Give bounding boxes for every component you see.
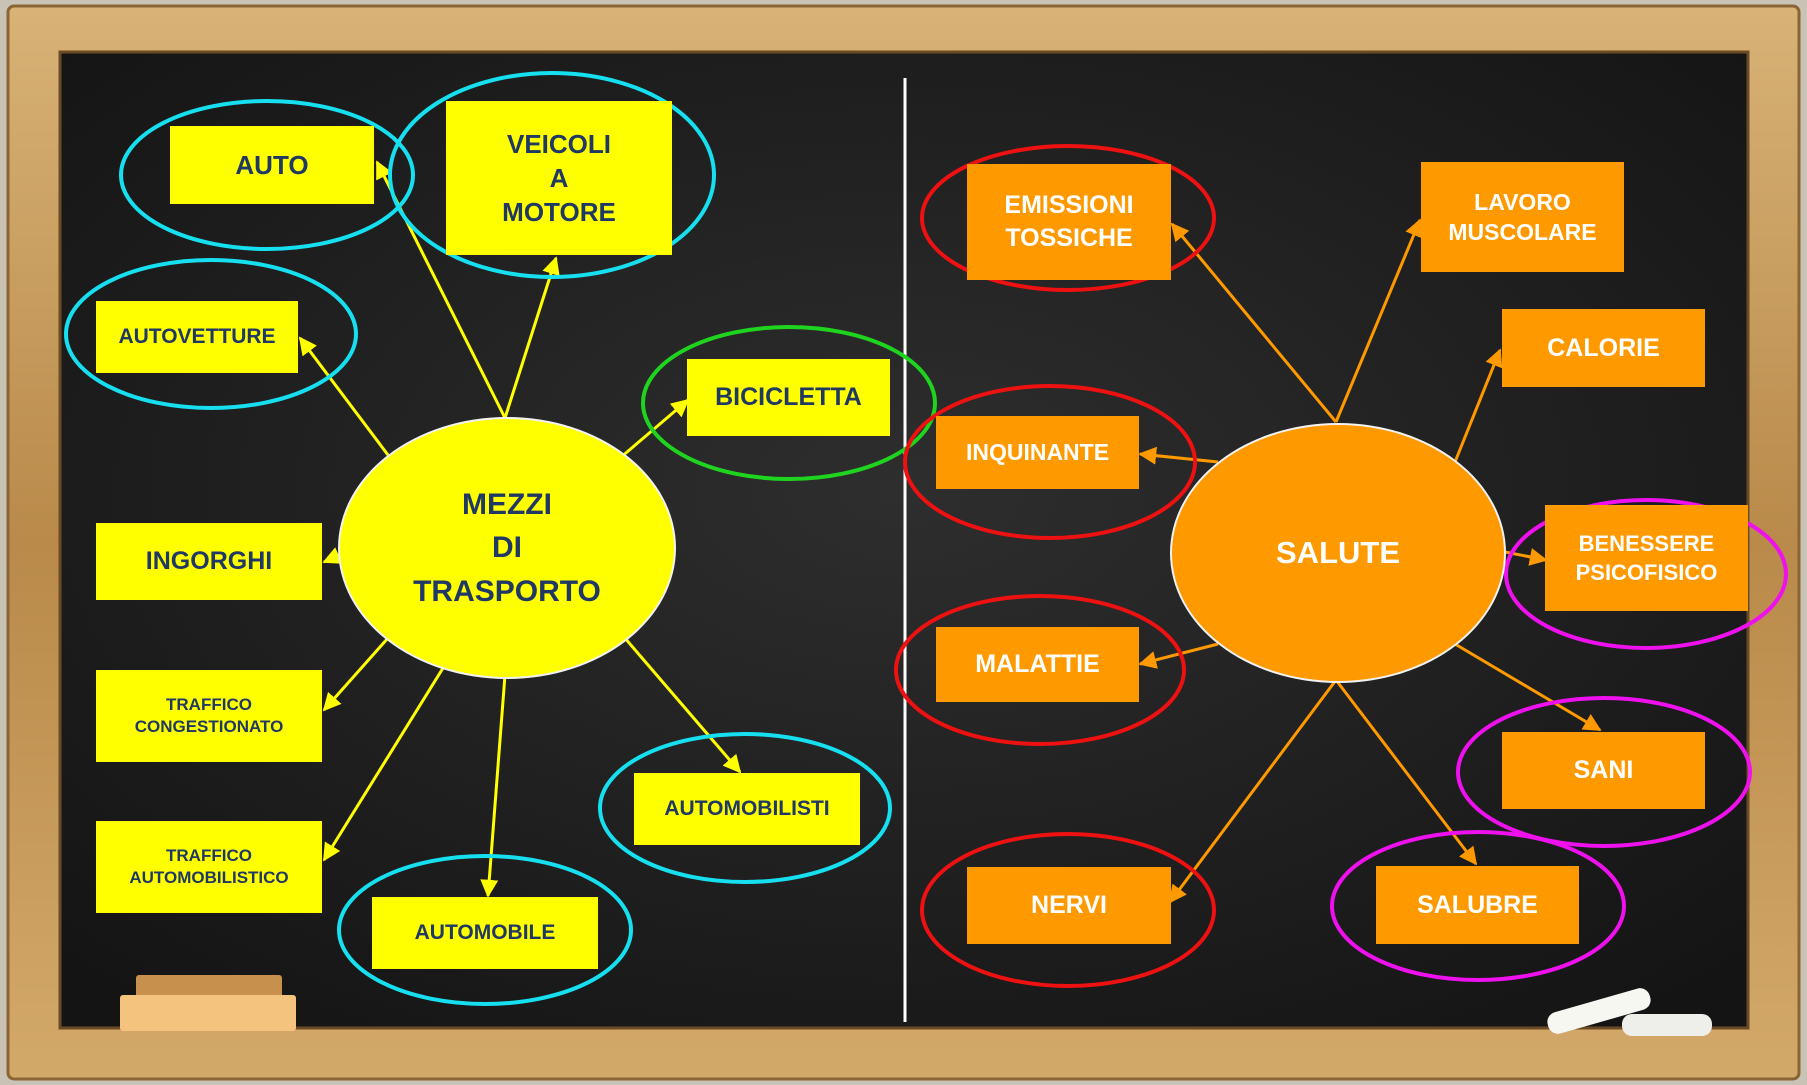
circle-automobilisti bbox=[598, 732, 892, 884]
arrow-to-autovetture bbox=[298, 336, 390, 456]
hub-mezzi-di-trasporto: MEZZI DI TRASPORTO bbox=[338, 417, 676, 679]
hub-salute: SALUTE bbox=[1170, 423, 1506, 683]
circle-bicicletta bbox=[641, 325, 937, 481]
arrow-to-ingorghi bbox=[322, 547, 343, 564]
node-benessere-psicofisico: BENESSERE PSICOFISICO bbox=[1545, 505, 1748, 611]
node-sani: SANI bbox=[1502, 732, 1705, 809]
circle-auto bbox=[119, 99, 415, 251]
eraser-icon bbox=[120, 975, 296, 1031]
arrow-to-lavoro bbox=[1334, 218, 1423, 423]
circle-salubre bbox=[1330, 830, 1626, 982]
circle-autovetture bbox=[64, 258, 358, 410]
node-traffico-congestionato: TRAFFICO CONGESTIONATO bbox=[96, 670, 322, 762]
node-autovetture: AUTOVETTURE bbox=[96, 301, 298, 373]
arrow-to-nervi bbox=[1168, 679, 1338, 904]
arrow-to-automobilisti bbox=[622, 636, 742, 774]
node-calorie: CALORIE bbox=[1502, 309, 1705, 387]
circle-nervi bbox=[920, 832, 1216, 988]
node-automobile: AUTOMOBILE bbox=[372, 897, 598, 969]
node-lavoro-muscolare: LAVORO MUSCOLARE bbox=[1421, 162, 1624, 272]
node-nervi: NERVI bbox=[967, 867, 1171, 944]
arrow-to-veicoli bbox=[503, 256, 560, 419]
circle-automobile bbox=[337, 854, 633, 1006]
circle-emissioni bbox=[920, 144, 1216, 292]
node-automobilisti: AUTOMOBILISTI bbox=[634, 773, 860, 845]
circle-veicoli bbox=[388, 71, 716, 279]
arrow-to-traffico-automobilistico bbox=[322, 659, 450, 862]
circle-inquinante bbox=[903, 384, 1197, 540]
circle-benessere bbox=[1504, 498, 1788, 650]
arrow-to-calorie bbox=[1453, 348, 1503, 463]
arrow-to-automobile bbox=[480, 674, 507, 898]
node-auto: AUTO bbox=[170, 126, 374, 204]
node-ingorghi: INGORGHI bbox=[96, 523, 322, 600]
node-emissioni-tossiche: EMISSIONI TOSSICHE bbox=[967, 164, 1171, 280]
node-malattie: MALATTIE bbox=[936, 627, 1139, 702]
circle-sani bbox=[1456, 696, 1752, 848]
circle-malattie bbox=[894, 594, 1186, 746]
arrow-to-emissioni bbox=[1170, 222, 1338, 423]
arrow-to-sani bbox=[1454, 642, 1602, 732]
node-salubre: SALUBRE bbox=[1376, 866, 1579, 944]
node-veicoli-a-motore: VEICOLI A MOTORE bbox=[446, 101, 672, 255]
arrow-to-traffico-congestionato bbox=[322, 637, 390, 712]
node-traffico-automobilistico: TRAFFICO AUTOMOBILISTICO bbox=[96, 821, 322, 913]
node-inquinante: INQUINANTE bbox=[936, 416, 1139, 489]
arrow-to-inquinante bbox=[1138, 446, 1219, 465]
node-bicicletta: BICICLETTA bbox=[687, 359, 890, 436]
chalk-sticks-icon bbox=[1547, 988, 1712, 1036]
